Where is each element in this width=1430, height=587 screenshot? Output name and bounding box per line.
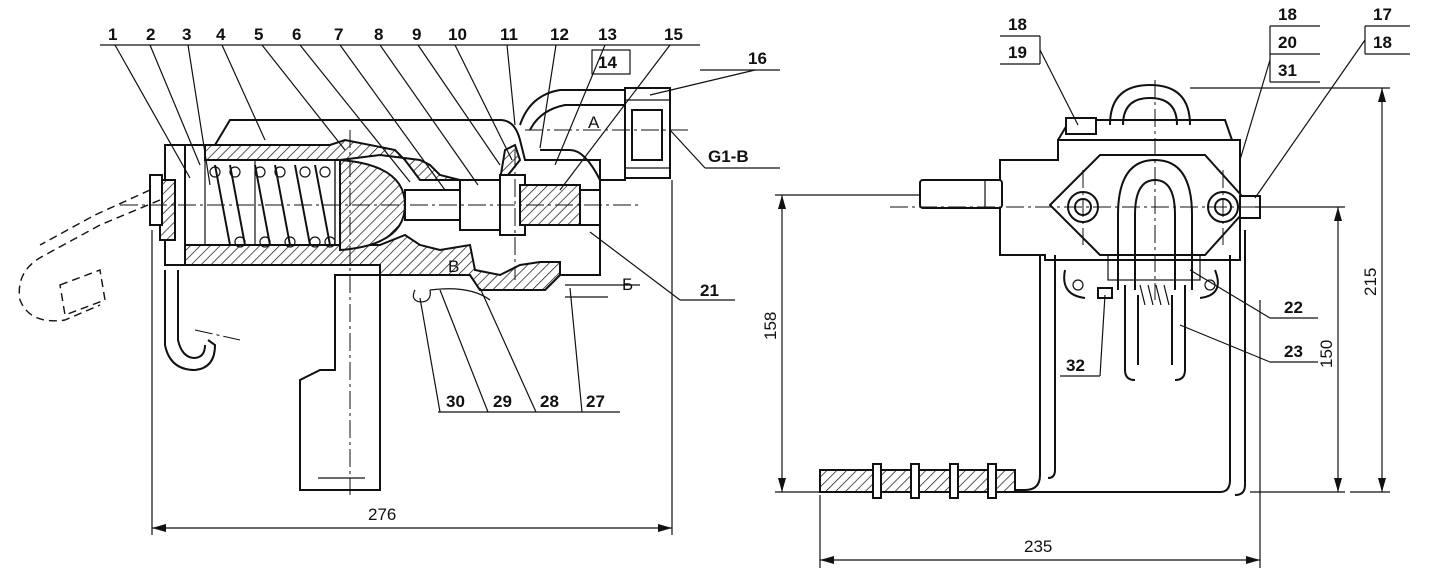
callout-2: 2 <box>146 25 155 44</box>
callout-12: 12 <box>550 25 569 44</box>
callout-13: 13 <box>598 25 617 44</box>
callout-18a: 18 <box>1008 15 1027 34</box>
callout-6: 6 <box>292 25 301 44</box>
dim-215: 215 <box>1361 268 1380 296</box>
callout-31: 31 <box>1278 61 1297 80</box>
callout-18b: 18 <box>1278 5 1297 24</box>
callout-11: 11 <box>500 25 518 44</box>
dim-235: 235 <box>1024 537 1052 556</box>
callout-30: 30 <box>446 392 465 411</box>
callout-5: 5 <box>254 25 263 44</box>
callout-9: 9 <box>412 25 421 44</box>
callout-32: 32 <box>1066 356 1085 375</box>
spring <box>209 164 336 248</box>
callout-19: 19 <box>1008 43 1027 62</box>
callout-17: 17 <box>1373 5 1392 24</box>
section-a-label: А <box>588 113 600 132</box>
dim-276: 276 <box>368 505 396 524</box>
callout-7: 7 <box>334 25 343 44</box>
callout-18c: 18 <box>1373 33 1392 52</box>
callout-8: 8 <box>374 25 383 44</box>
callout-27: 27 <box>586 392 605 411</box>
callout-14: 14 <box>598 53 617 72</box>
callouts-top: 1 2 3 4 5 6 7 8 9 10 11 12 13 14 15 16 <box>100 25 780 191</box>
callout-28: 28 <box>540 392 559 411</box>
callout-22: 22 <box>1284 298 1303 317</box>
callout-4: 4 <box>216 25 226 44</box>
callouts-bottom: 30 29 28 27 <box>419 287 620 413</box>
callout-20: 20 <box>1278 33 1297 52</box>
callout-29: 29 <box>493 392 512 411</box>
left-section-view: А Б В 276 1 2 3 4 5 6 7 8 9 10 11 12 13 … <box>18 25 780 535</box>
thread-label: G1-B <box>708 147 749 166</box>
dim-150: 150 <box>1317 340 1336 368</box>
callout-15: 15 <box>664 25 683 44</box>
right-end-view: 158 150 215 235 18 19 18 20 31 17 18 <box>761 5 1410 568</box>
callout-10: 10 <box>448 25 467 44</box>
callout-16: 16 <box>748 49 767 68</box>
foot-bolts <box>872 463 997 499</box>
section-v-label: В <box>448 257 459 276</box>
dim-158: 158 <box>761 312 780 340</box>
callout-3: 3 <box>182 25 191 44</box>
callout-23: 23 <box>1284 342 1303 361</box>
callout-1: 1 <box>108 25 117 44</box>
callout-21: 21 <box>700 281 719 300</box>
